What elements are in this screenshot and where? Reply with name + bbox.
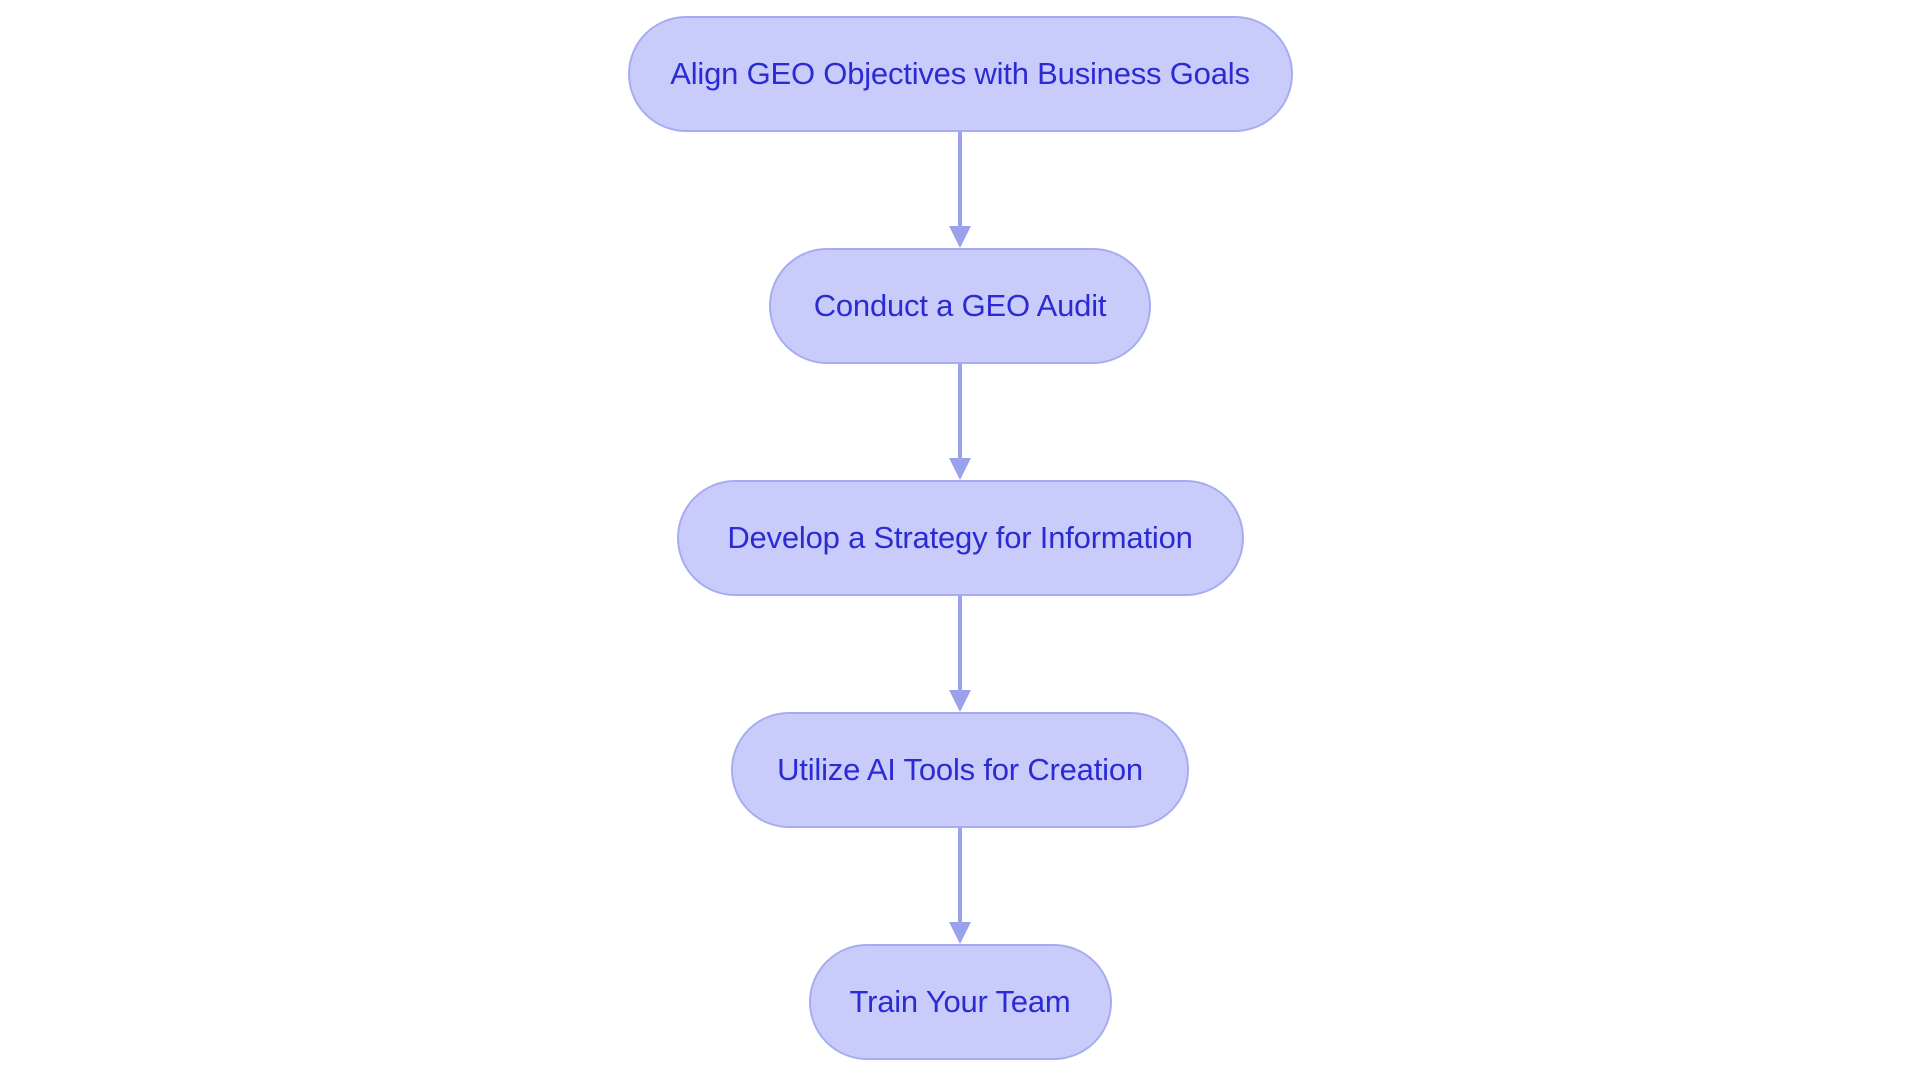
flowchart-node-step-1[interactable]: Align GEO Objectives with Business Goals	[627, 16, 1293, 132]
top-spacer	[960, 0, 961, 16]
flowchart-node-label: Utilize AI Tools for Creation	[777, 751, 1143, 787]
flowchart-node-label: Conduct a GEO Audit	[813, 287, 1107, 323]
arrow-line	[958, 364, 962, 458]
flowchart-node-step-3[interactable]: Develop a Strategy for Information	[676, 480, 1244, 596]
flowchart-arrow-3	[948, 596, 972, 712]
arrow-line	[958, 132, 962, 226]
arrow-line	[958, 596, 962, 690]
flowchart-node-step-2[interactable]: Conduct a GEO Audit	[769, 248, 1151, 364]
flowchart-node-step-4[interactable]: Utilize AI Tools for Creation	[731, 712, 1189, 828]
flowchart-node-step-5[interactable]: Train Your Team	[808, 944, 1112, 1060]
flowchart-node-label: Train Your Team	[849, 983, 1071, 1019]
flowchart-node-label: Align GEO Objectives with Business Goals	[670, 55, 1250, 91]
arrowhead-down-icon	[949, 922, 971, 944]
arrowhead-down-icon	[949, 226, 971, 248]
arrowhead-down-icon	[949, 690, 971, 712]
flowchart-node-label: Develop a Strategy for Information	[727, 519, 1193, 555]
arrowhead-down-icon	[949, 458, 971, 480]
flowchart-arrow-2	[948, 364, 972, 480]
flowchart-arrow-1	[948, 132, 972, 248]
flowchart-arrow-4	[948, 828, 972, 944]
arrow-line	[958, 828, 962, 922]
